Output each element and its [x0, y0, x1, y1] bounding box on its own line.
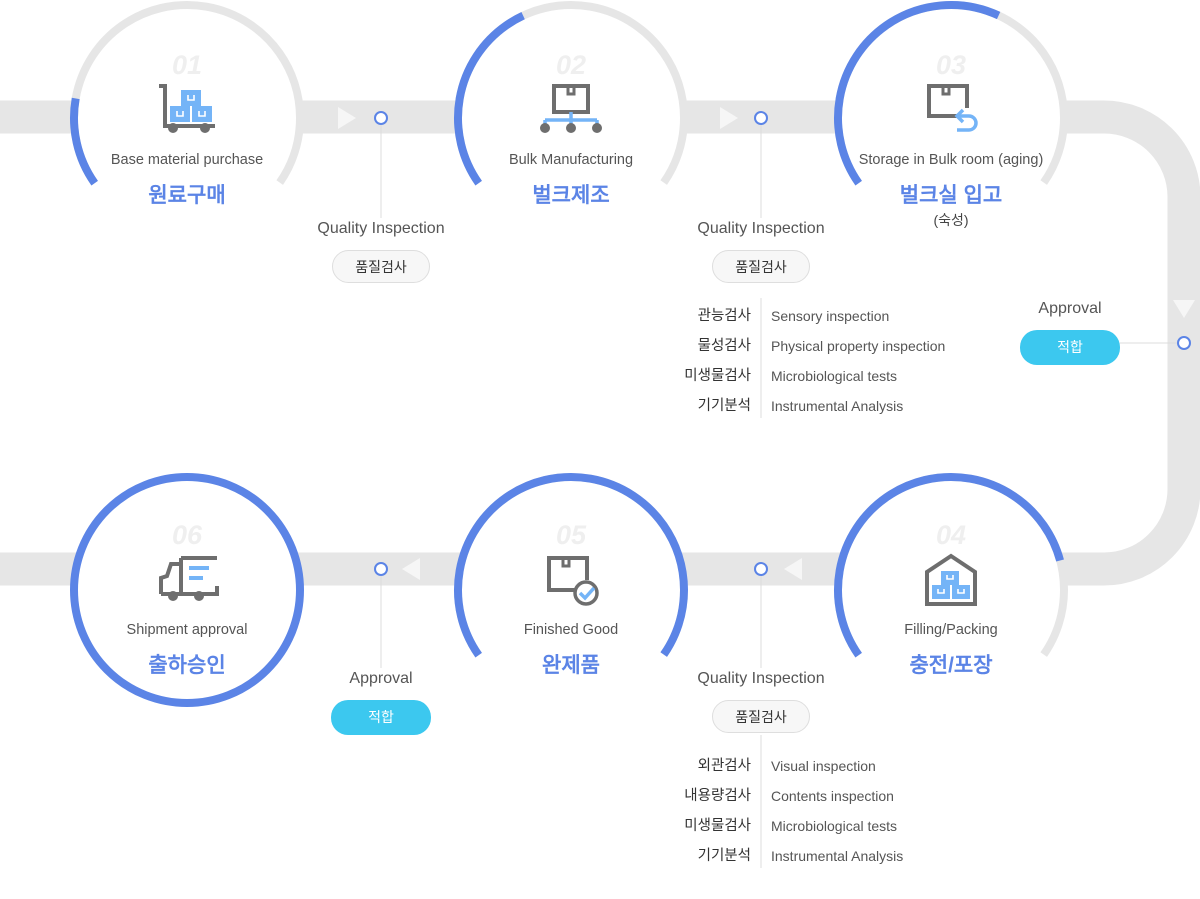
test-name-en: Microbiological tests — [771, 818, 898, 834]
progress-ring — [454, 473, 688, 707]
step-label-ko: 완제품 — [542, 654, 600, 677]
progress-ring — [454, 1, 688, 235]
step-sublabel: (숙성) — [933, 212, 969, 228]
test-name-en: Instrumental Analysis — [771, 848, 904, 864]
test-name-ko: 외관검사 — [697, 758, 751, 774]
quality-inspection-3: Quality Inspection 품질검사 — [661, 670, 861, 733]
step-label-en: Storage in Bulk room (aging) — [858, 152, 1044, 168]
approval-1: Approval 적합 — [970, 300, 1170, 365]
progress-ring — [70, 473, 304, 707]
checkpoint-marker — [754, 562, 768, 576]
step-number: 05 — [555, 520, 587, 550]
progress-ring — [833, 1, 1068, 235]
step-label-ko: 출하승인 — [148, 654, 226, 677]
checkpoint-label: Quality Inspection — [697, 220, 825, 237]
test-name-en: Microbiological tests — [771, 368, 898, 384]
test-name-ko: 물성검사 — [697, 338, 751, 354]
approval-badge: 적합 — [331, 700, 431, 735]
step-label-ko: 원료구매 — [148, 184, 226, 207]
step-label-ko: 충전/포장 — [909, 654, 993, 677]
test-name-ko: 기기분석 — [697, 848, 751, 864]
checkpoint-label: Quality Inspection — [317, 220, 445, 237]
quality-inspection-1: Quality Inspection 품질검사 — [281, 220, 481, 283]
approval-badge: 적합 — [1020, 330, 1120, 365]
step-number: 04 — [935, 520, 967, 550]
warehouse-icon — [925, 553, 977, 606]
test-name-ko: 관능검사 — [697, 308, 751, 324]
checkpoint-marker — [374, 111, 388, 125]
progress-ring — [834, 473, 1069, 707]
step-circle — [74, 477, 300, 703]
step-label-en: Shipment approval — [126, 622, 248, 638]
approval-2: Approval 적합 — [281, 670, 481, 735]
test-name-en: Physical property inspection — [771, 338, 946, 354]
test-name-en: Sensory inspection — [771, 308, 890, 324]
box-return-icon — [927, 84, 978, 132]
step-label-ko: 벌크실 입고 — [899, 184, 1003, 207]
test-name-en: Visual inspection — [771, 758, 876, 774]
step-label-ko: 벌크제조 — [532, 184, 610, 207]
test-name-ko: 기기분석 — [697, 398, 751, 414]
quality-inspection-2: Quality Inspection 품질검사 — [661, 220, 861, 283]
test-name-en: Instrumental Analysis — [771, 398, 904, 414]
quality-inspection-badge: 품질검사 — [712, 700, 810, 733]
quality-inspection-badge: 품질검사 — [712, 250, 810, 283]
step-label-en: Filling/Packing — [904, 622, 998, 638]
checkpoint-marker — [374, 562, 388, 576]
cart-boxes-icon — [159, 84, 215, 133]
step-number: 03 — [935, 50, 967, 80]
truck-icon — [159, 556, 219, 601]
step-number: 01 — [171, 50, 203, 80]
box-distribution-icon — [540, 84, 602, 133]
arrow-right-icon — [720, 107, 738, 129]
box-check-icon — [547, 556, 599, 606]
progress-ring — [70, 1, 304, 235]
checkpoint-marker — [754, 111, 768, 125]
step-number: 02 — [555, 50, 587, 80]
checkpoint-label: Quality Inspection — [697, 670, 825, 687]
checkpoint-marker — [1177, 336, 1191, 350]
test-name-en: Contents inspection — [771, 788, 894, 804]
arrow-left-icon — [784, 558, 802, 580]
quality-inspection-badge: 품질검사 — [332, 250, 430, 283]
step-label-en: Base material purchase — [110, 152, 264, 168]
checkpoint-label: Approval — [1038, 300, 1102, 317]
test-name-ko: 미생물검사 — [684, 368, 751, 384]
test-name-ko: 내용량검사 — [684, 788, 751, 804]
step-circle — [838, 477, 1064, 703]
test-name-ko: 미생물검사 — [684, 818, 751, 834]
arrow-right-icon — [338, 107, 356, 129]
step-label-en: Bulk Manufacturing — [508, 152, 634, 168]
arrow-down-icon — [1173, 300, 1195, 318]
arrow-left-icon — [402, 558, 420, 580]
step-label-en: Finished Good — [523, 622, 619, 638]
step-number: 06 — [171, 520, 203, 550]
checkpoint-label: Approval — [349, 670, 413, 687]
